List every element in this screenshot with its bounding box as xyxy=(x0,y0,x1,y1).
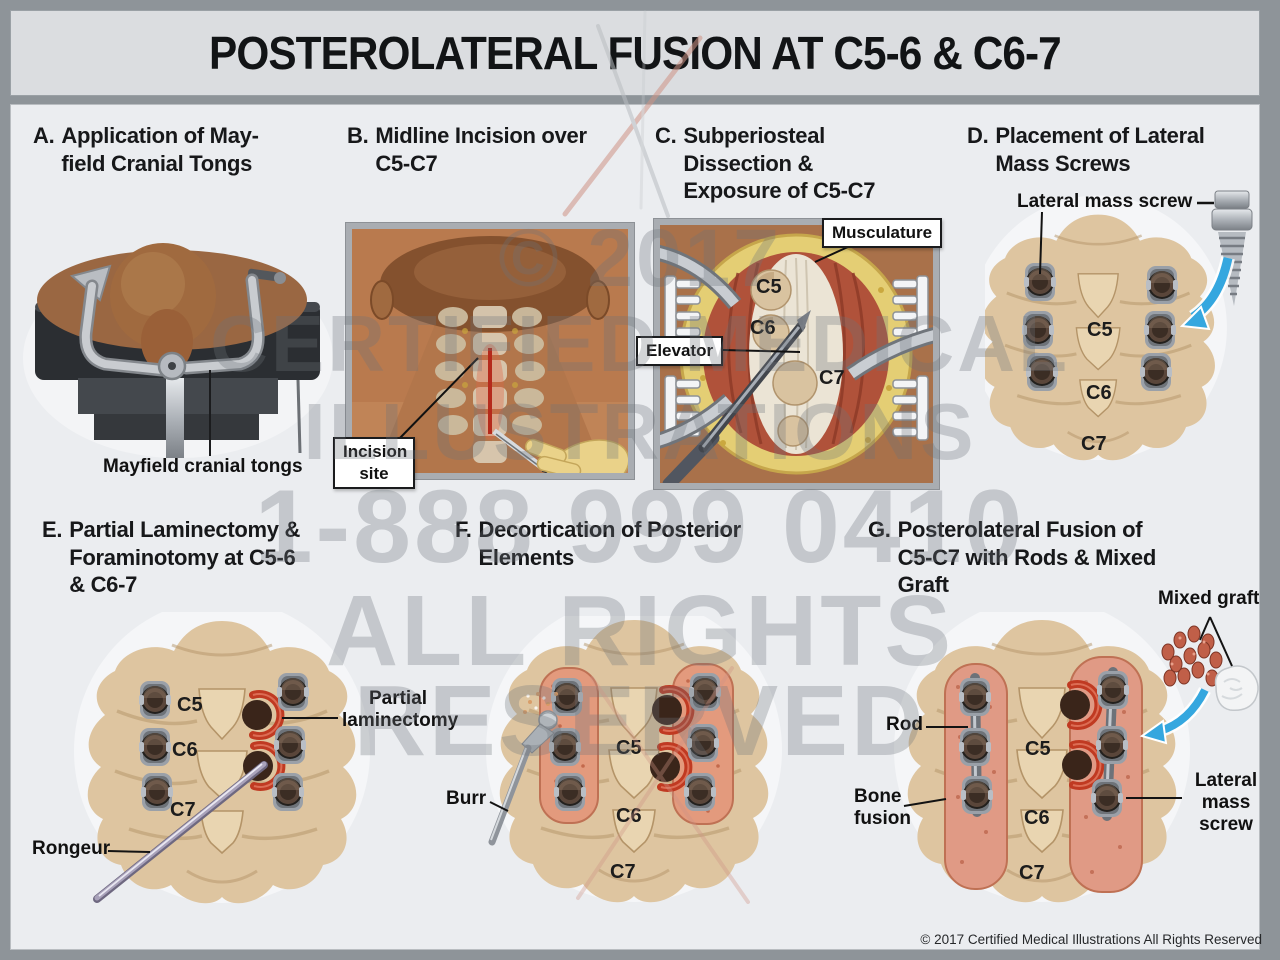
title-bar: POSTEROLATERAL FUSION AT C5-6 & C6-7 xyxy=(10,10,1260,96)
panel-a-letter: A. xyxy=(33,123,55,148)
panel-e-heading: E. Partial Laminectomy & Foraminotomy at… xyxy=(42,516,342,599)
copyright-notice: © 2017 Certified Medical Illustrations A… xyxy=(920,932,1262,947)
musculature-labelbox: Musculature xyxy=(822,218,943,249)
panel-e-c5-label: C5 xyxy=(177,694,203,716)
panel-b-letter: B. xyxy=(347,123,369,148)
panel-f-c7-label: C7 xyxy=(610,861,636,883)
panel-g-letter: G. xyxy=(868,517,891,542)
panel-b-title: Midline Incision over C5-C7 xyxy=(375,123,587,176)
incision-site-labelbox: Incision site xyxy=(333,437,415,490)
panel-e-title: Partial Laminectomy & Foraminotomy at C5… xyxy=(69,517,301,597)
midline-incision-illustration xyxy=(345,222,635,480)
panel-a-heading: A. Application of May- field Cranial Ton… xyxy=(33,122,313,177)
panel-d-c5-label: C5 xyxy=(1087,319,1113,341)
partial-laminectomy-illustration xyxy=(72,612,372,905)
panel-c-c7-label: C7 xyxy=(819,367,845,389)
page-title: POSTEROLATERAL FUSION AT C5-6 & C6-7 xyxy=(209,27,1062,79)
panel-g-heading: G. Posterolateral Fusion of C5-C7 with R… xyxy=(868,516,1198,599)
lateral-mass-screws-illustration xyxy=(985,190,1253,462)
panel-g-c7-label: C7 xyxy=(1019,862,1045,884)
panel-a-title: Application of May- field Cranial Tongs xyxy=(61,123,259,176)
panel-f-letter: F. xyxy=(455,517,472,542)
posterolateral-fusion-illustration xyxy=(892,612,1259,904)
rongeur-label: Rongeur xyxy=(32,838,111,859)
bone-fusion-label: Bone fusion xyxy=(854,786,911,829)
panel-c-letter: C. xyxy=(655,123,677,148)
mayfield-tongs-label: Mayfield cranial tongs xyxy=(103,456,303,477)
panel-g-lateral-mass-screw-label: Lateral mass screw xyxy=(1194,770,1258,835)
panel-d-letter: D. xyxy=(967,123,989,148)
panel-d-c6-label: C6 xyxy=(1086,382,1112,404)
lateral-mass-screw-label: Lateral mass screw xyxy=(1017,191,1193,212)
burr-label: Burr xyxy=(446,788,487,809)
panel-f-c6-label: C6 xyxy=(616,805,642,827)
panel-d-heading: D. Placement of Lateral Mass Screws xyxy=(967,122,1267,177)
elevator-labelbox: Elevator xyxy=(636,336,724,367)
panel-g-c5-label: C5 xyxy=(1025,738,1051,760)
panel-c-title: Subperiosteal Dissection & Exposure of C… xyxy=(683,123,876,203)
panel-g-c6-label: C6 xyxy=(1024,807,1050,829)
panel-c-c5-label: C5 xyxy=(756,276,782,298)
rod-label: Rod xyxy=(886,714,923,735)
panel-b-heading: B. Midline Incision over C5-C7 xyxy=(347,122,617,177)
panel-f-title: Decortication of Posterior Elements xyxy=(478,517,742,570)
panel-g-title: Posterolateral Fusion of C5-C7 with Rods… xyxy=(897,517,1157,597)
panel-f-c5-label: C5 xyxy=(616,737,642,759)
decortication-illustration xyxy=(484,616,784,904)
panel-e-letter: E. xyxy=(42,517,63,542)
panel-d-title: Placement of Lateral Mass Screws xyxy=(995,123,1205,176)
panel-c-heading: C. Subperiosteal Dissection & Exposure o… xyxy=(655,122,935,205)
mixed-graft-label: Mixed graft xyxy=(1158,588,1260,609)
panel-c-c6-label: C6 xyxy=(750,317,776,339)
panel-d-c7-label: C7 xyxy=(1081,433,1107,455)
panel-e-c7-label: C7 xyxy=(170,799,196,821)
panel-e-c6-label: C6 xyxy=(172,739,198,761)
panel-f-heading: F. Decortication of Posterior Elements xyxy=(455,516,815,571)
partial-laminectomy-label: Partial laminectomy xyxy=(342,688,459,731)
mayfield-tongs-illustration xyxy=(23,243,333,458)
